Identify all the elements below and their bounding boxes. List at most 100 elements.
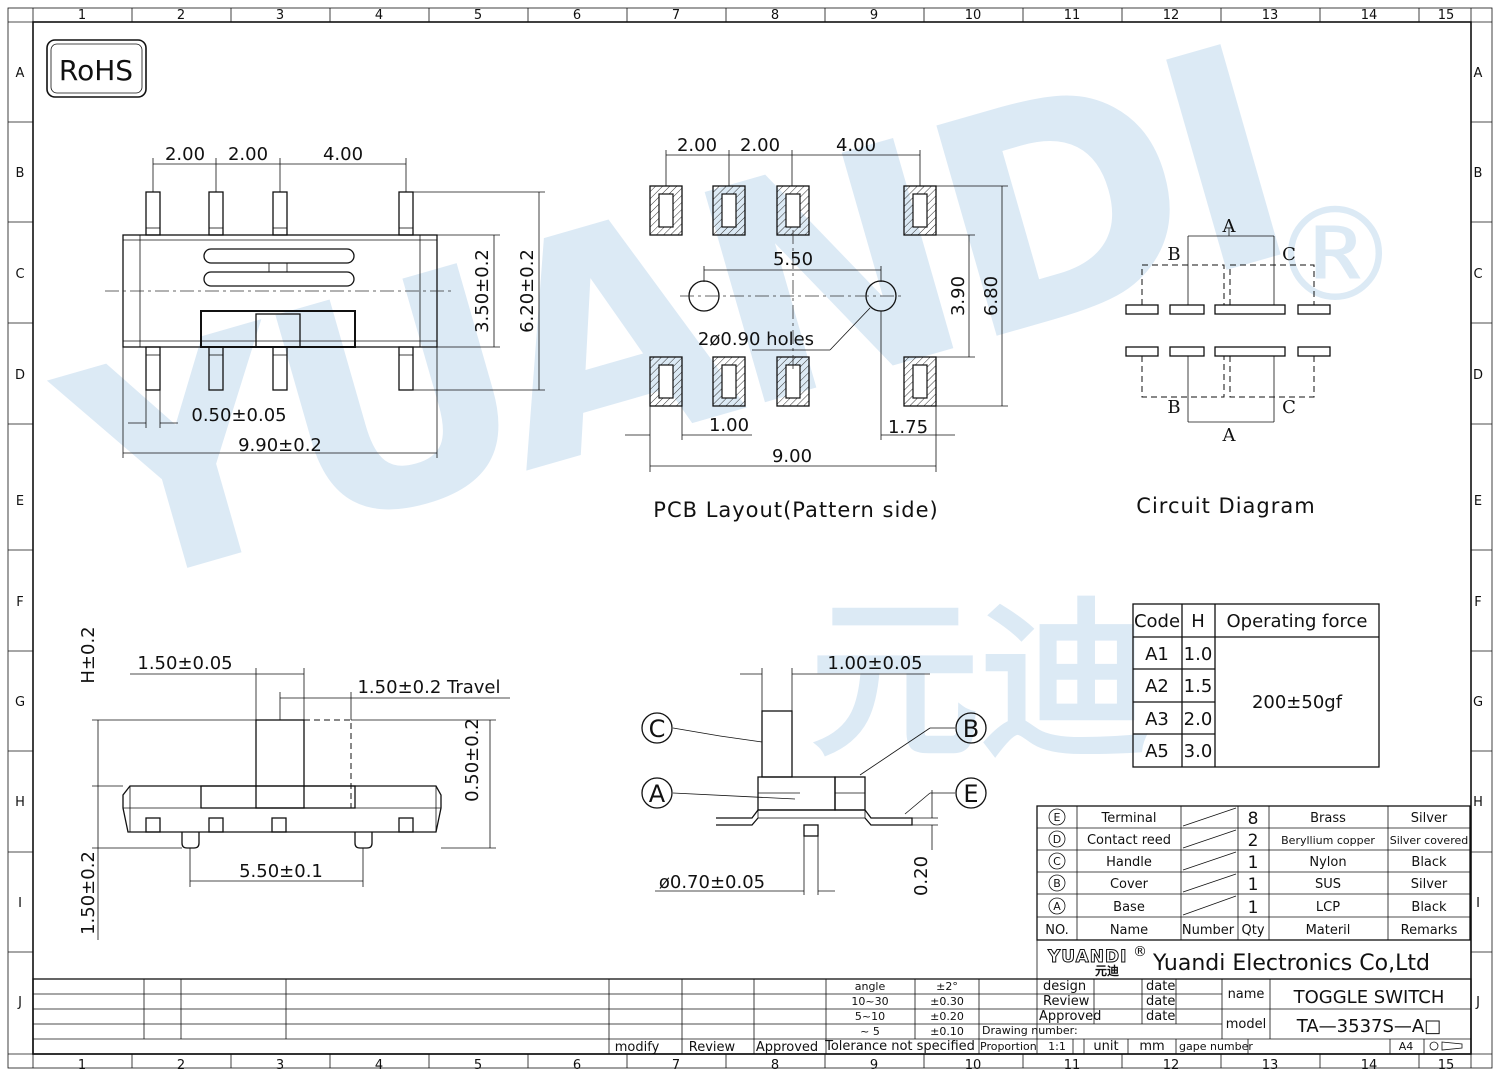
grid-col-label: 3 [276, 1058, 284, 1073]
grid-col-label: 9 [870, 1058, 878, 1073]
title-scale: 1:1 [1048, 1040, 1066, 1053]
bom-material: SUS [1315, 877, 1341, 892]
title-date3: date [1146, 1009, 1175, 1024]
tol-5: ~ 5 [860, 1025, 880, 1038]
bom-remarks: Black [1411, 855, 1447, 870]
tol-510-v: ±0.20 [930, 1010, 964, 1023]
force-h-a3: 2.0 [1184, 709, 1213, 730]
circuit-title: Circuit Diagram [1136, 494, 1315, 518]
tol-1030: 10~30 [851, 995, 888, 1008]
grid-col-label: 6 [573, 8, 581, 23]
bom-material: Nylon [1309, 855, 1346, 870]
tol-angle: angle [855, 980, 886, 993]
bom-no-circle [1048, 852, 1066, 870]
grid-col-label: 4 [375, 8, 383, 23]
grid-row-label: B [16, 166, 25, 181]
dim-pcb-390: 3.90 [948, 276, 969, 316]
bom-material: LCP [1316, 900, 1340, 915]
grid-col-label: 12 [1163, 1058, 1180, 1073]
grid-row-label: I [1476, 896, 1480, 911]
force-h-a5: 3.0 [1184, 741, 1213, 762]
bom-no-circle [1048, 830, 1066, 848]
grid-col-label: 7 [672, 1058, 680, 1073]
circuit-b-bot: B [1167, 397, 1180, 418]
dim-end-100: 1.00±0.05 [827, 653, 922, 674]
side-view: H±0.2 1.50±0.05 1.50±0.2 Travel 0.50±0.2… [78, 626, 510, 940]
grid-row-label: F [1474, 595, 1481, 610]
end-label-a: A [649, 780, 666, 808]
end-label-e: E [963, 780, 978, 808]
dim-side-travel: 1.50±0.2 Travel [357, 677, 500, 698]
grid-row-label: I [18, 896, 22, 911]
dim-side-h: H±0.2 [78, 626, 99, 683]
grid-col-label: 13 [1262, 1058, 1279, 1073]
force-code-a5: A5 [1145, 741, 1169, 762]
title-company: Yuandi Electronics Co,Ltd [1152, 951, 1430, 976]
title-size: A4 [1399, 1040, 1414, 1053]
bom-no: C [1053, 855, 1061, 868]
grid-row-label: G [15, 695, 25, 710]
top-view: 2.00 2.00 4.00 3.50±0.2 6.20±0.2 0.50±0.… [105, 144, 545, 458]
dim-end-020: 0.20 [911, 856, 932, 896]
dim-top-pin-w: 0.50±0.05 [191, 405, 286, 426]
title-drawing-number: Drawing number: [982, 1024, 1078, 1037]
force-code-a2: A2 [1145, 676, 1169, 697]
bom-header: Qty [1241, 923, 1264, 938]
dim-pcb-edge: 1.75 [888, 417, 928, 438]
bom-no: D [1053, 833, 1061, 846]
grid-col-label: 10 [965, 1058, 982, 1073]
title-approved2: Approved [756, 1040, 818, 1055]
rohs-badge: RoHS [46, 39, 147, 98]
force-header-h: H [1191, 611, 1205, 632]
grid-row-label: F [16, 595, 23, 610]
dim-pcb-hole-note: 2ø0.90 holes [698, 329, 814, 350]
dim-pcb-pad: 1.00 [709, 415, 749, 436]
title-name-value: TOGGLE SWITCH [1293, 987, 1445, 1008]
bom-no-circle [1048, 808, 1066, 826]
pcb-title: PCB Layout(Pattern side) [653, 498, 938, 522]
bom-remarks: Black [1411, 900, 1447, 915]
force-value: 200±50gf [1252, 692, 1343, 713]
dim-end-070: ø0.70±0.05 [659, 872, 765, 893]
bom-header: NO. [1045, 923, 1069, 938]
grid-labels: 1122334455667788991010111112121313141415… [8, 8, 1492, 1073]
bom-remarks: Silver [1411, 877, 1448, 892]
title-gape: gape number [1179, 1040, 1253, 1053]
title-review: Review [1043, 994, 1090, 1009]
grid-row-label: H [15, 795, 25, 810]
tol-5-v: ±0.10 [930, 1025, 964, 1038]
grid-col-label: 7 [672, 8, 680, 23]
watermark-cn: 元迪 [810, 583, 1150, 781]
bom-qty: 2 [1248, 831, 1259, 851]
title-date2: date [1146, 994, 1175, 1009]
bom-remarks: Silver [1411, 811, 1448, 826]
grid-col-label: 5 [474, 8, 482, 23]
dim-pcb-900: 9.00 [772, 446, 812, 467]
circuit-diagram: A B C B C A Circuit Diagram [1125, 216, 1331, 518]
force-h-a2: 1.5 [1184, 676, 1213, 697]
grid-col-label: 9 [870, 8, 878, 23]
grid-col-label: 11 [1064, 1058, 1081, 1073]
dim-top-pitch1: 2.00 [165, 144, 205, 165]
tol-angle-v: ±2° [936, 980, 958, 993]
bom-name: Base [1113, 900, 1145, 915]
grid-row-label: C [15, 267, 24, 282]
force-header-force: Operating force [1226, 611, 1367, 632]
tol-510: 5~10 [855, 1010, 885, 1023]
bom-material: Brass [1310, 811, 1346, 826]
grid-row-label: H [1473, 795, 1483, 810]
grid-col-label: 8 [771, 8, 779, 23]
dim-side-150: 1.50±0.2 [78, 851, 99, 935]
title-design: design [1043, 979, 1086, 994]
dim-pcb-pitch1: 2.00 [677, 135, 717, 156]
grid-row-label: E [16, 494, 24, 509]
title-tolerance: Tolerance not specified [824, 1039, 975, 1054]
end-label-c: C [649, 715, 666, 743]
dim-pcb-680: 6.80 [981, 276, 1002, 316]
grid-row-label: E [1474, 494, 1482, 509]
bom-remarks: Silver covered [1390, 834, 1468, 847]
bom-no: A [1053, 900, 1061, 913]
bom-name: Contact reed [1087, 833, 1171, 848]
bom-no-circle [1048, 897, 1066, 915]
